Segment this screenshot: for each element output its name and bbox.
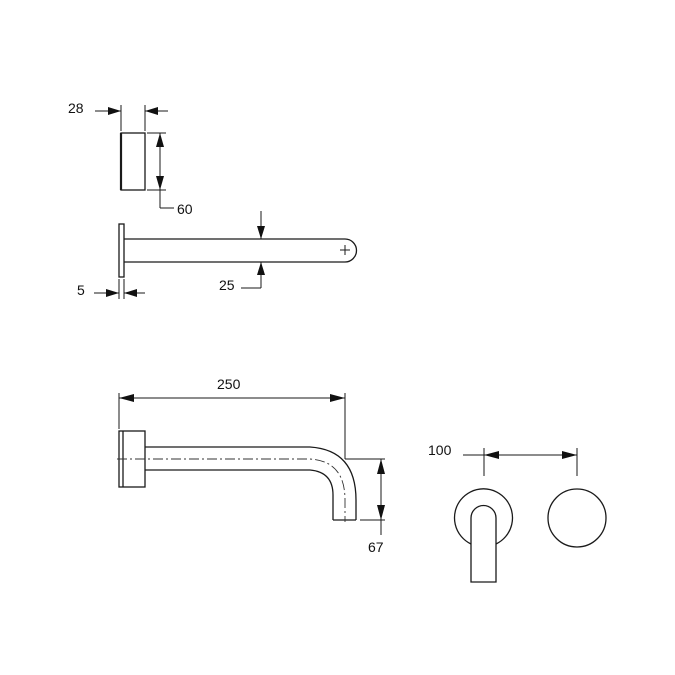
spout-body [124, 238, 358, 263]
arrowhead-right [106, 289, 119, 297]
dimension-5: 5 [77, 279, 145, 299]
dimension-100: 100 [428, 442, 578, 476]
dim-label-28: 28 [68, 100, 84, 116]
arrowhead-up [377, 459, 385, 474]
end-view-body [120, 132, 146, 191]
spout-side-view: 250 67 [117, 376, 385, 555]
center-mark-icon [340, 245, 350, 255]
arrowhead-right [330, 394, 345, 402]
arrowhead-right [108, 107, 121, 115]
spout-inner-edge [145, 469, 334, 520]
spout-center-line [117, 458, 346, 522]
dim-label-67: 67 [368, 539, 384, 555]
spout-end-view: 28 60 [68, 100, 193, 217]
spout-outer-edge [145, 446, 357, 520]
dimension-67: 67 [345, 458, 385, 555]
dim-label-25: 25 [219, 277, 235, 293]
dimension-250: 250 [118, 376, 346, 459]
arrowhead-left [119, 394, 134, 402]
dimension-60: 60 [147, 132, 193, 217]
dimension-28: 28 [68, 100, 168, 131]
arrowhead-left [484, 451, 499, 459]
dim-label-5: 5 [77, 282, 85, 298]
arrowhead-up [156, 133, 164, 147]
dim-label-60: 60 [177, 201, 193, 217]
diverter-plate [547, 488, 607, 548]
dim-label-100: 100 [428, 442, 452, 458]
mixer-handle [470, 504, 497, 583]
arrowhead-left [145, 107, 158, 115]
arrowhead-left [124, 289, 137, 297]
dimension-25: 25 [219, 211, 265, 293]
arrowhead-down [377, 505, 385, 520]
spout-top-view: 25 5 [77, 211, 358, 299]
dim-label-250: 250 [217, 376, 241, 392]
arrowhead-up [257, 262, 265, 275]
arrowhead-down [156, 176, 164, 190]
wall-plate [118, 223, 125, 278]
mixer-front-view: 100 [428, 442, 607, 583]
arrowhead-right [562, 451, 577, 459]
mixer-backplate [453, 488, 514, 545]
arrowhead-down [257, 226, 265, 239]
